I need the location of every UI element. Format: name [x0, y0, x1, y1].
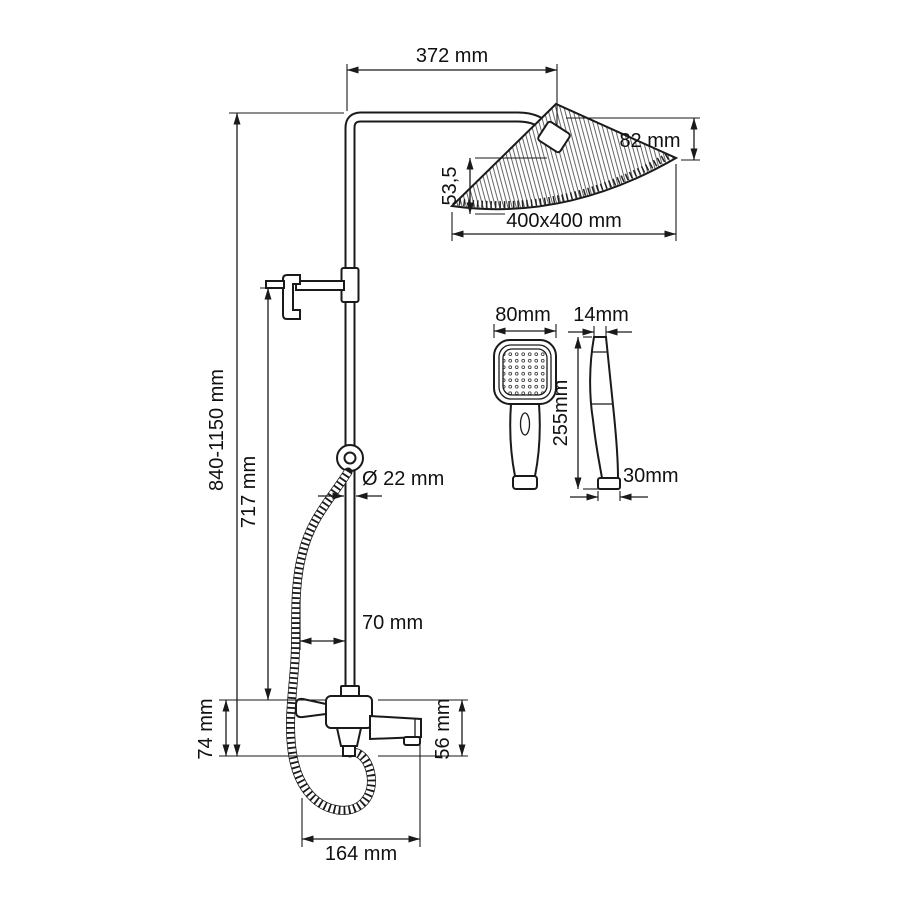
dim-label-handset-grip: 30mm: [623, 465, 679, 487]
rain-head-group: [449, 102, 679, 211]
dim-label-head-height: 82 mm: [619, 130, 680, 152]
wall-bracket-group: [265, 267, 360, 320]
hose-stub: [342, 745, 356, 757]
hose: [286, 467, 376, 815]
dim-column-height: 717 mm: [219, 287, 326, 701]
head-connector-nut: [537, 120, 571, 154]
handset-mode-button: [519, 412, 531, 436]
rain-head-nozzle-row: [458, 152, 670, 209]
handshower-front-view: [493, 339, 557, 490]
dim-label-arm-width: 372 mm: [416, 45, 488, 67]
dim-label-head-offset: 53,5: [439, 167, 461, 206]
dim-handset-width: 80mm: [493, 304, 557, 338]
shower-assembly: [265, 102, 679, 815]
dim-label-pipe-diameter: Ø 22 mm: [362, 468, 444, 490]
dim-head-size: 400x400 mm: [451, 164, 677, 241]
bracket-screw: [265, 280, 285, 289]
handset-handle: [509, 403, 541, 477]
bracket-arm: [295, 280, 345, 291]
dim-spout-drop: 56 mm: [378, 698, 468, 760]
spout-outlet: [403, 736, 421, 746]
slider-holder: [336, 444, 364, 472]
dim-label-handset-length: 255mm: [550, 380, 572, 447]
dim-mixer-drop: 74 mm: [195, 698, 230, 760]
dim-label-total-height: 840-1150 mm: [206, 369, 228, 491]
hose-coil-texture: [286, 469, 376, 814]
mixer-group: [295, 685, 422, 757]
dim-label-mixer-drop: 74 mm: [195, 698, 217, 759]
dim-label-spout-reach: 164 mm: [325, 843, 397, 865]
dim-handset-depth: 14mm: [568, 304, 632, 340]
handset-side-profile: [589, 336, 620, 479]
handset-grip-cap: [512, 475, 538, 490]
mixer-lever: [295, 697, 327, 719]
dim-label-hose-offset: 70 mm: [362, 612, 423, 634]
bracket-clamp: [282, 274, 301, 320]
dim-hose-offset: 70 mm: [299, 600, 423, 650]
dim-handset-length: 255mm: [550, 336, 598, 490]
handset-spray-face: [502, 348, 548, 396]
handset-side-grip-cap: [597, 477, 621, 490]
hose-nut: [335, 727, 363, 747]
dim-label-bg: [505, 210, 623, 231]
dim-spout-reach: 164 mm: [301, 742, 421, 865]
dim-head-height: 82 mm: [566, 117, 700, 161]
dim-handset-grip: 30mm: [570, 465, 679, 501]
dim-label-handset-width: 80mm: [495, 304, 551, 326]
dim-label-handset-depth: 14mm: [573, 304, 629, 326]
dim-total-height: 840-1150 mm: [206, 112, 356, 757]
spout: [369, 714, 422, 741]
holder-knob: [343, 451, 357, 465]
dim-pipe-diameter: Ø 22 mm: [318, 468, 444, 500]
dim-arm-width: 372 mm: [346, 45, 558, 126]
handshower-side-view: [589, 336, 621, 490]
dim-label-spout-drop: 56 mm: [432, 698, 454, 759]
handset-bezel: [498, 344, 552, 400]
dim-label-column-height: 717 mm: [238, 456, 260, 528]
mixer-body: [325, 695, 373, 729]
dim-label-head-size: 400x400 mm: [506, 210, 622, 232]
